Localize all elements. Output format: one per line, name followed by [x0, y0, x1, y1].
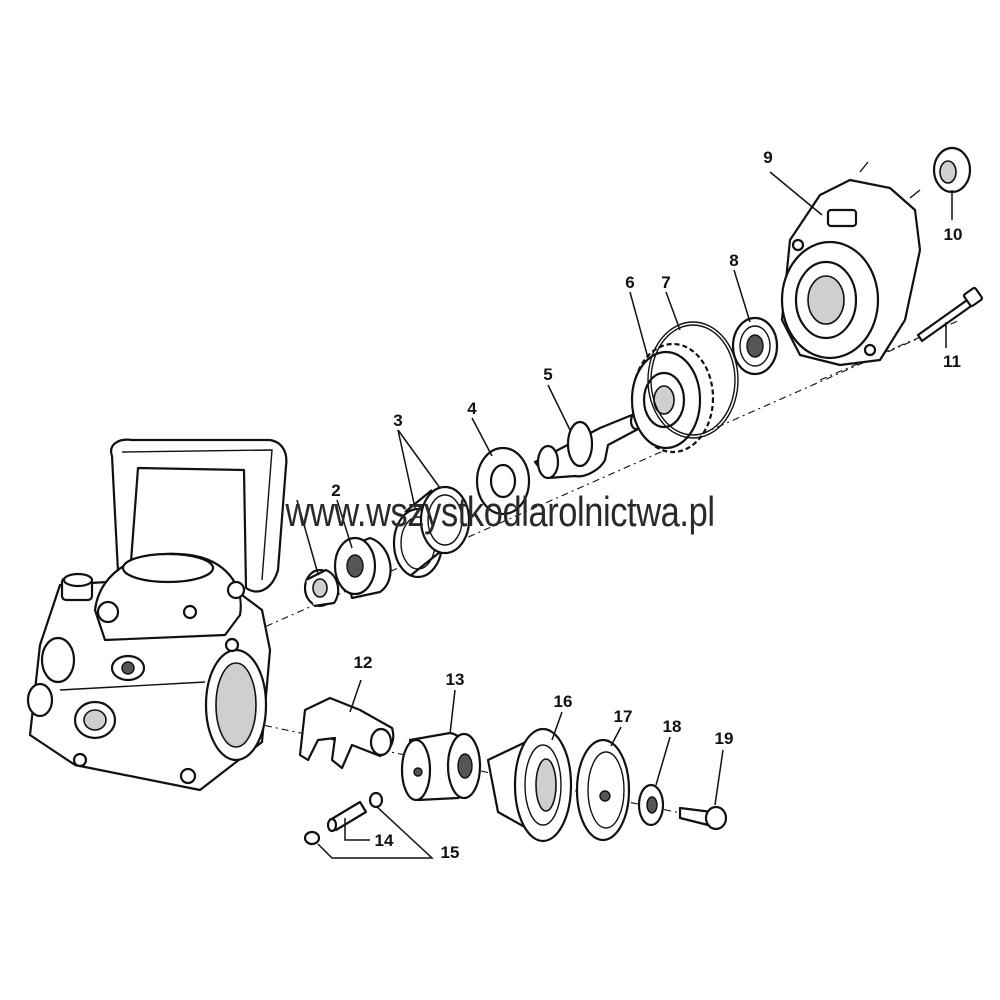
part-3-rings: [392, 485, 471, 579]
part-13-coupling-sleeve: [400, 731, 482, 802]
part-5-shaft: [533, 411, 643, 480]
callout-18: 18: [663, 717, 682, 736]
callout-4: 4: [467, 399, 477, 418]
part-2-bushing: [333, 536, 392, 600]
part-7-o-ring: [647, 321, 739, 439]
callout-3: 3: [393, 411, 402, 430]
part-8-bearing: [731, 316, 779, 376]
part-16-pulley-hub: [486, 727, 573, 843]
upper-assembly-axis: [234, 319, 961, 641]
callout-6: 6: [625, 273, 634, 292]
callout-12: 12: [354, 653, 373, 672]
part-15-circlips: [303, 791, 384, 846]
callout-19: 19: [715, 729, 734, 748]
callout-15: 15: [441, 843, 460, 862]
callout-5: 5: [543, 365, 552, 384]
callout-17: 17: [614, 707, 633, 726]
callout-14: 14: [375, 831, 394, 850]
part-9-cover-housing: [780, 161, 922, 367]
callout-2: 2: [331, 481, 340, 500]
watermark-text: www.wszystkodlarolnictwa.pl: [285, 488, 715, 535]
callout-16: 16: [554, 692, 573, 711]
part-6-gear: [630, 342, 715, 454]
part-11-bolt: [916, 286, 984, 343]
part-4-washer: [475, 446, 531, 516]
part-17-pulley-disc: [575, 738, 631, 842]
part-19-screw: [678, 805, 728, 831]
callout-9: 9: [763, 148, 772, 167]
callout-leaders: [296, 171, 953, 859]
callout-8: 8: [729, 251, 738, 270]
callout-13: 13: [446, 670, 465, 689]
part-2-bearing: [303, 568, 340, 608]
part-10-seal: [932, 146, 972, 194]
part-12-shift-fork: [298, 696, 395, 770]
part-14-pin: [326, 800, 368, 833]
callout-7: 7: [661, 273, 670, 292]
callout-10: 10: [944, 225, 963, 244]
callout-11: 11: [943, 352, 961, 371]
gearbox-housing: [26, 438, 288, 792]
part-18-washer: [637, 783, 665, 827]
callout-labels: 2 3 4 5 6 7 8 9 10 11 12 13 14 15 16 17 …: [331, 148, 962, 862]
